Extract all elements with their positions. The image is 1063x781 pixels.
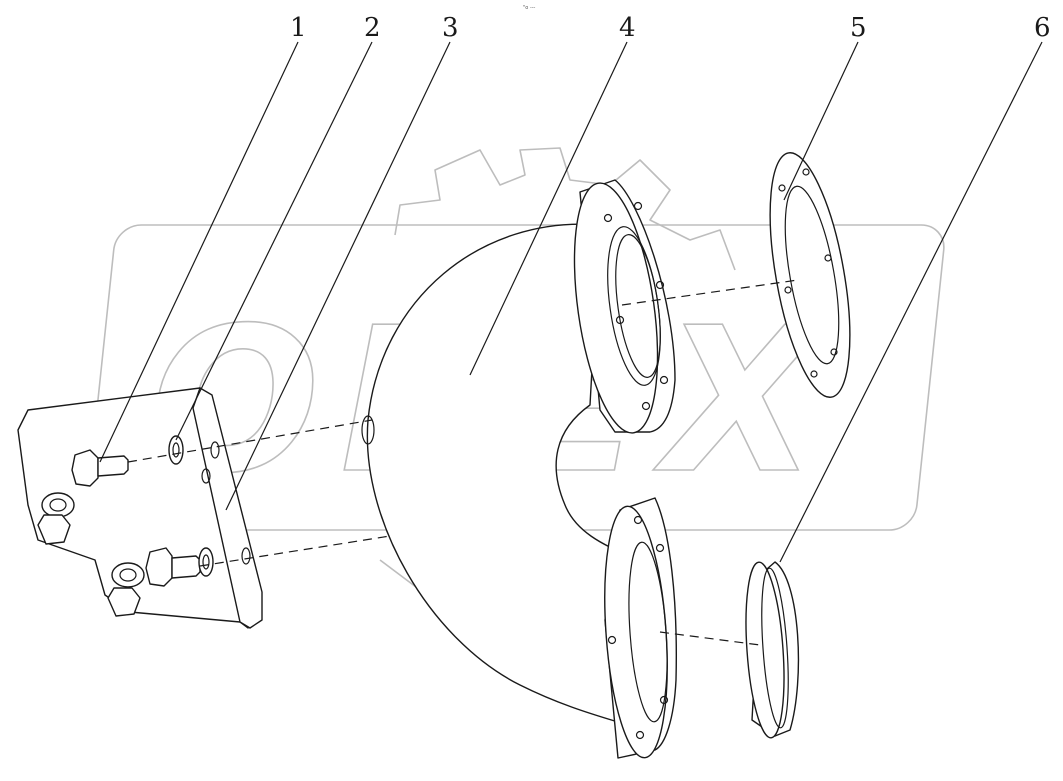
callout-5: 5 bbox=[850, 13, 867, 43]
centerline-lower-flange bbox=[659, 631, 761, 646]
gasket-part-5 bbox=[769, 152, 851, 398]
plate-bolt-lower bbox=[107, 562, 145, 617]
washer-part-2 bbox=[168, 435, 184, 465]
callout-1: 1 bbox=[290, 13, 307, 43]
elbow-upper-flange bbox=[573, 179, 676, 434]
callout-4: 4 bbox=[619, 13, 636, 43]
leader-line-4 bbox=[469, 41, 628, 376]
leader-line-5 bbox=[783, 41, 859, 201]
leader-line-6 bbox=[779, 41, 1043, 563]
plate-bolt-upper bbox=[37, 492, 75, 545]
seal-ring-part-6 bbox=[745, 561, 800, 739]
callout-2: 2 bbox=[364, 13, 381, 43]
bolt-lower bbox=[145, 547, 201, 587]
elbow-pipe-part-4 bbox=[361, 223, 641, 723]
header-mark: "o --- bbox=[523, 5, 536, 11]
leader-line-2 bbox=[175, 41, 373, 441]
elbow-lower-flange bbox=[604, 497, 677, 759]
callout-3: 3 bbox=[442, 13, 459, 43]
centerline-upper-bolt bbox=[127, 419, 373, 463]
callout-6: 6 bbox=[1034, 13, 1051, 43]
leader-line-1 bbox=[99, 41, 299, 463]
leader-line-3 bbox=[225, 41, 451, 511]
centerline-lower-bolt bbox=[199, 535, 391, 567]
washer-lower bbox=[198, 547, 214, 577]
bolt-part-1 bbox=[71, 449, 129, 487]
